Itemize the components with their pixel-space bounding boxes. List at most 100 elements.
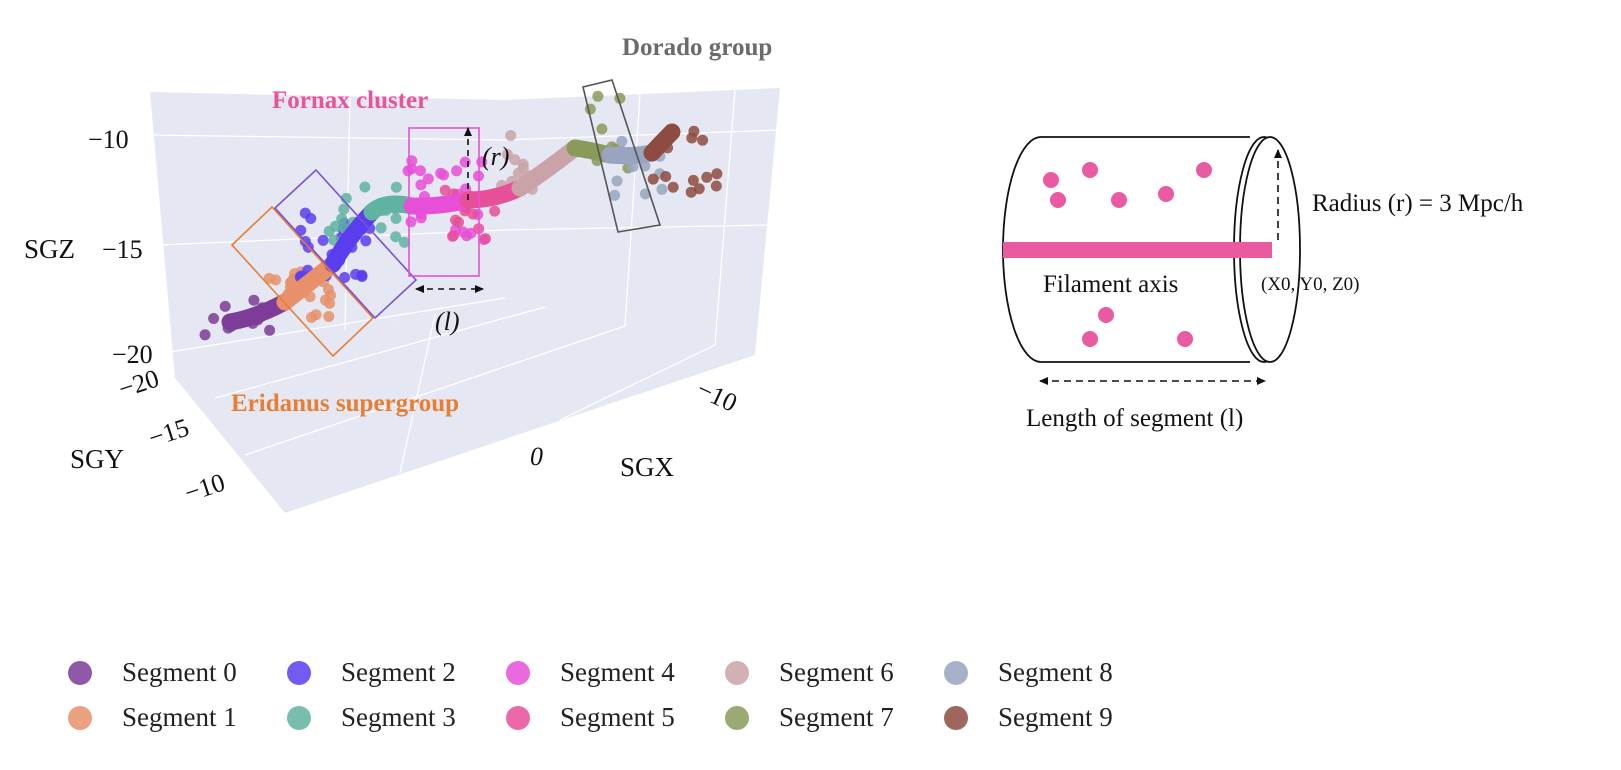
galaxy-dot	[1196, 162, 1212, 178]
legend-item: Segment 9	[936, 702, 1155, 733]
galaxy-point	[435, 167, 447, 179]
fornax-box	[408, 127, 480, 277]
galaxy-point	[592, 90, 604, 102]
sgy-tick: −15	[145, 413, 193, 453]
sgz-tick: −15	[102, 235, 143, 264]
legend-label: Segment 8	[998, 657, 1113, 687]
galaxy-point	[439, 184, 451, 196]
legend-swatch	[68, 705, 92, 730]
filament-spine	[221, 123, 681, 331]
galaxy-dot	[1111, 192, 1127, 208]
galaxy-dot	[1158, 186, 1174, 202]
segment2-box	[273, 168, 418, 320]
legend-label: Segment 5	[560, 702, 675, 732]
galaxy-point	[687, 174, 699, 186]
galaxy-point	[375, 222, 387, 234]
galaxy-point	[489, 205, 501, 217]
galaxy-point	[336, 213, 348, 225]
galaxy-point	[459, 156, 471, 168]
galaxy-point	[359, 181, 371, 193]
legend-label: Segment 1	[122, 702, 237, 732]
galaxy-dot	[1043, 172, 1059, 188]
galaxy-dot	[1082, 162, 1098, 178]
galaxy-point	[264, 324, 276, 336]
legend-swatch	[725, 660, 749, 685]
filament-axis-bar	[1003, 242, 1272, 258]
galaxy-point	[616, 135, 628, 147]
radius-label: Radius (r) = 3 Mpc/h	[1312, 190, 1524, 217]
cylinder-schematic: Radius (r) = 3 Mpc/h Filament axis (X0, …	[1002, 136, 1524, 432]
legend-label: Segment 3	[341, 702, 456, 732]
l-symbol: (l)	[435, 307, 460, 336]
galaxy-point	[479, 233, 491, 245]
legend-label: Segment 4	[560, 657, 675, 687]
galaxy-point	[405, 216, 417, 228]
galaxy-point	[701, 171, 713, 183]
galaxy-dot	[1082, 331, 1098, 347]
galaxy-point	[390, 231, 402, 243]
filament-segment	[643, 123, 681, 162]
galaxy-point	[356, 271, 368, 282]
galaxy-point	[414, 165, 426, 177]
legend-item: Segment 3	[279, 702, 498, 733]
galaxy-point	[319, 294, 331, 306]
sgz-axis-label: SGZ	[24, 234, 75, 264]
galaxy-point	[647, 173, 659, 185]
fornax-label: Fornax cluster	[272, 87, 428, 114]
galaxy-point	[219, 300, 231, 312]
legend: Segment 0 Segment 2 Segment 4 Segment 6 Segm…	[60, 650, 1220, 740]
length-label: Length of segment (l)	[1026, 405, 1243, 432]
galaxy-point	[517, 162, 529, 174]
legend-item: Segment 4	[498, 657, 717, 688]
galaxy-point	[306, 312, 317, 323]
legend-swatch	[944, 705, 968, 730]
galaxy-point	[199, 329, 211, 341]
galaxy-point	[611, 175, 623, 187]
plot-3d: (r) (l) Fornax cluster Dorado group Erid…	[24, 34, 781, 513]
legend-item: Segment 1	[60, 702, 279, 733]
legend-label: Segment 0	[122, 657, 237, 687]
dorado-label: Dorado group	[622, 34, 772, 61]
legend-label: Segment 7	[779, 702, 894, 732]
galaxy-point	[686, 132, 698, 144]
sgx-axis-label: SGX	[620, 452, 675, 482]
galaxy-point	[596, 123, 608, 135]
sgz-tick: −20	[112, 340, 153, 369]
galaxy-point	[323, 311, 335, 322]
eridanus-label: Eridanus supergroup	[231, 390, 459, 417]
legend-row: Segment 0 Segment 2 Segment 4 Segment 6 Segm…	[60, 650, 1220, 695]
galaxy-point	[406, 155, 418, 167]
galaxy-point	[505, 130, 517, 141]
galaxy-point	[248, 294, 260, 306]
legend-swatch	[944, 660, 968, 685]
legend-swatch	[68, 660, 92, 685]
galaxy-point	[697, 134, 709, 146]
legend-swatch	[287, 660, 311, 685]
galaxy-point	[667, 181, 679, 193]
galaxy-dot	[1098, 307, 1114, 323]
galaxy-point	[509, 154, 521, 166]
legend-label: Segment 6	[779, 657, 894, 687]
sgy-tick: −10	[181, 468, 229, 508]
galaxy-point	[422, 173, 434, 185]
legend-swatch	[506, 660, 530, 685]
origin-label: (X0, Y0, Z0)	[1261, 274, 1360, 295]
galaxy-point	[263, 272, 275, 284]
legend-swatch	[725, 705, 749, 730]
sgy-axis-label: SGY	[70, 444, 124, 474]
galaxy-point	[660, 171, 672, 182]
legend-row: Segment 1 Segment 3 Segment 5 Segment 7 Segm…	[60, 695, 1220, 740]
sgx-tick: 0	[530, 442, 543, 471]
sgx-tick: −10	[692, 374, 741, 417]
legend-item: Segment 6	[717, 657, 936, 688]
galaxy-point	[693, 183, 705, 195]
r-symbol: (r)	[482, 142, 509, 171]
galaxy-point	[451, 165, 463, 177]
filament-axis-label: Filament axis	[1043, 271, 1178, 298]
legend-label: Segment 2	[341, 657, 456, 687]
galaxy-point	[415, 179, 427, 191]
sgy-tick: −20	[115, 364, 163, 404]
legend-swatch	[506, 705, 530, 730]
legend-item: Segment 7	[717, 702, 936, 733]
